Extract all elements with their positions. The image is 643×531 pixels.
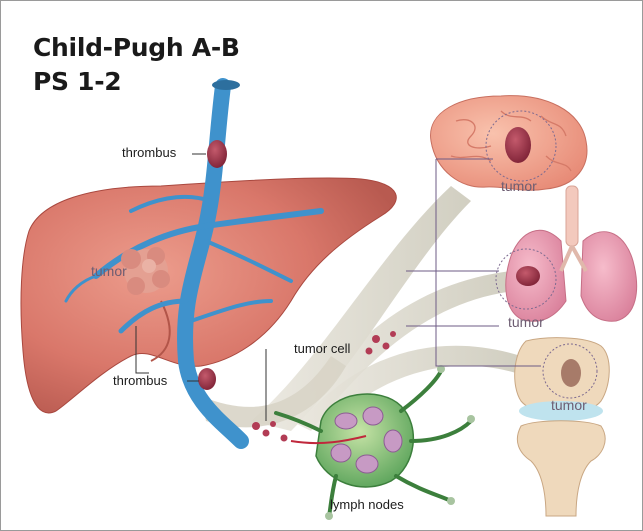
- label-thrombus-upper: thrombus: [122, 145, 176, 160]
- label-thrombus-lower: thrombus: [113, 373, 167, 388]
- trachea: [566, 186, 578, 246]
- lung-tumor: [516, 266, 540, 286]
- label-lung-tumor: tumor: [508, 314, 544, 330]
- label-tumor-cell: tumor cell: [294, 341, 350, 356]
- title-line-1: Child-Pugh A-B: [33, 33, 240, 62]
- brain-tumor: [505, 127, 531, 163]
- knee-bone: [515, 338, 610, 516]
- brain: [431, 96, 587, 191]
- label-brain-tumor: tumor: [501, 178, 537, 194]
- title-line-2: PS 1-2: [33, 67, 121, 96]
- liver-tumor: [121, 247, 170, 295]
- vessel-top-opening: [212, 80, 240, 90]
- lungs: [496, 186, 637, 321]
- label-lymph-nodes: lymph nodes: [330, 497, 404, 512]
- thrombus-upper: [207, 140, 227, 168]
- label-bone-tumor: tumor: [551, 397, 587, 413]
- label-liver-tumor: tumor: [91, 263, 127, 279]
- thrombus-lower: [198, 368, 216, 390]
- bone-tumor: [561, 359, 581, 387]
